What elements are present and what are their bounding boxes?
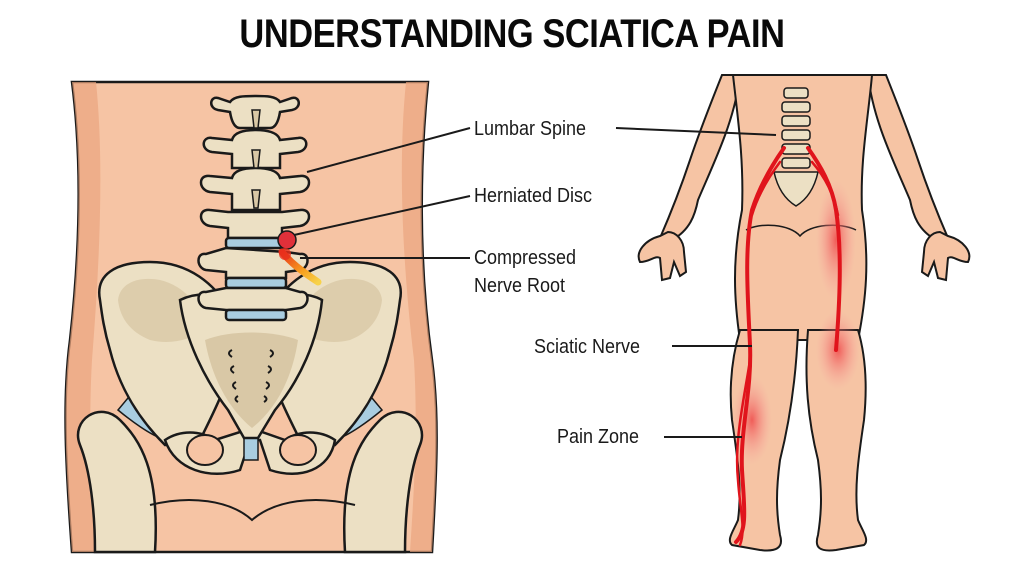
label-pain-zone: Pain Zone: [557, 426, 640, 448]
pain-zone-buttock: [816, 180, 856, 300]
label-sciatic-nerve: Sciatic Nerve: [534, 336, 641, 358]
label-lumbar-spine: Lumbar Spine: [474, 118, 587, 140]
leader-lines-left: [293, 127, 471, 259]
left-panel-lumbar-pelvis: [64, 80, 438, 554]
diagram-title: UNDERSTANDING SCIATICA PAIN: [239, 12, 785, 56]
lumbar-vertebrae: [197, 94, 311, 322]
label-herniated-disc: Herniated Disc: [474, 185, 593, 207]
label-compressed-nerve-root-line1: Compressed: [474, 247, 577, 269]
herniated-disc-bulge: [277, 230, 297, 250]
leader-lines-right: [615, 127, 777, 438]
sacral-foramina: [228, 349, 274, 403]
spine-small: [773, 87, 819, 207]
right-panel-posterior-body: [637, 74, 971, 552]
label-compressed-nerve-root-line2: Nerve Root: [474, 275, 566, 297]
